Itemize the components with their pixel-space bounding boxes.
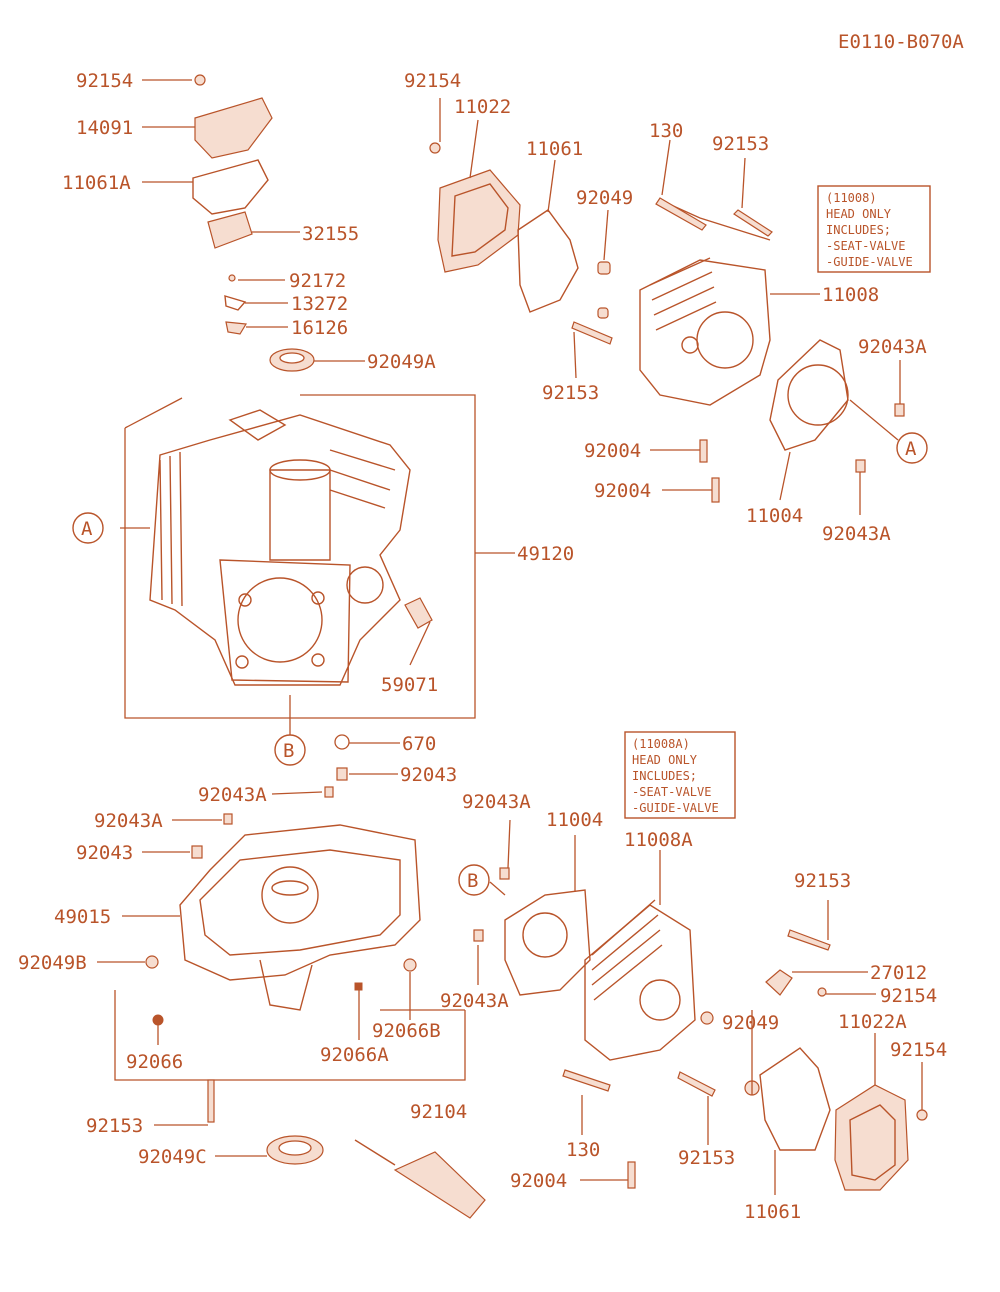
part-label-11022A: 11022A — [838, 1011, 907, 1033]
gasket-11061-top — [517, 209, 579, 313]
part-label-92004-b: 92004 — [510, 1170, 567, 1192]
part-label-92043A-b1: 92043A — [462, 791, 531, 813]
sealant-tube-92104 — [354, 1139, 486, 1219]
part-label-92153-mid: 92153 — [542, 382, 599, 404]
head-gasket-11004-top — [769, 339, 849, 451]
part-label-92043A-mid: 92043A — [198, 784, 267, 806]
part-label-92043-top: 92043 — [400, 764, 457, 786]
note-11008-line-5: -GUIDE-VALVE — [826, 255, 913, 269]
note-11008A-line-5: -GUIDE-VALVE — [632, 801, 719, 815]
oil-filter-59071 — [404, 597, 433, 629]
part-labels: 92154 14091 11061A 32155 92172 13272 161… — [18, 70, 947, 1223]
gasket-11061A — [192, 159, 269, 215]
part-label-49015: 49015 — [54, 906, 111, 928]
crankcase-lower-49015 — [114, 824, 466, 1165]
marker-b-left-text: B — [283, 740, 294, 762]
note-11008-line-4: -SEAT-VALVE — [826, 239, 905, 253]
part-label-49120: 49120 — [517, 543, 574, 565]
part-label-92004-1: 92004 — [584, 440, 641, 462]
marker-b-right-text: B — [467, 870, 478, 892]
part-label-59071: 59071 — [381, 674, 438, 696]
note-11008-line-3: INCLUDES; — [826, 223, 891, 237]
diagram-code: E0110-B070A — [838, 31, 964, 53]
part-label-92049-top: 92049 — [576, 187, 633, 209]
head-11008A — [473, 867, 831, 1189]
part-label-92154-tl: 92154 — [76, 70, 133, 92]
gasket-11061-b — [759, 1047, 831, 1151]
part-label-11022: 11022 — [454, 96, 511, 118]
note-11008A-line-2: HEAD ONLY — [632, 753, 698, 767]
part-label-92049C: 92049C — [138, 1146, 207, 1168]
part-label-11008A: 11008A — [624, 829, 693, 851]
part-label-13272: 13272 — [291, 293, 348, 315]
small-parts-left — [191, 734, 350, 859]
bracket-13272 — [224, 295, 247, 311]
marker-a-right: A — [896, 432, 928, 464]
marker-a-left-text: A — [81, 518, 93, 540]
cover-plate-14091 — [194, 97, 273, 159]
head-cover-group-top — [429, 142, 579, 313]
part-label-92153-br: 92153 — [794, 870, 851, 892]
note-11008A-line-1: (11008A) — [632, 737, 690, 751]
part-label-130-top: 130 — [649, 120, 683, 142]
part-label-92066A: 92066A — [320, 1044, 389, 1066]
part-label-11061-top: 11061 — [526, 138, 583, 160]
head-11008 — [571, 197, 905, 503]
part-label-92153-top: 92153 — [712, 133, 769, 155]
part-label-92153-b2: 92153 — [678, 1147, 735, 1169]
part-label-92043A-left: 92043A — [94, 810, 163, 832]
marker-a-right-text: A — [905, 438, 917, 460]
part-label-11061-b: 11061 — [744, 1201, 801, 1223]
plate-16126 — [225, 321, 248, 335]
part-label-92049A: 92049A — [367, 351, 436, 373]
note-head-11008: (11008) HEAD ONLY INCLUDES; -SEAT-VALVE … — [817, 185, 931, 273]
part-label-11004-b: 11004 — [546, 809, 603, 831]
part-label-16126: 16126 — [291, 317, 348, 339]
head-cover-group-bottom — [759, 1047, 928, 1191]
filter-32155 — [207, 211, 253, 249]
cover-11022 — [437, 169, 521, 273]
cover-plate-group — [192, 74, 315, 372]
part-label-92049-br: 92049 — [722, 1012, 779, 1034]
note-11008-line-1: (11008) — [826, 191, 877, 205]
note-11008-line-2: HEAD ONLY — [826, 207, 892, 221]
note-11008A-line-4: -SEAT-VALVE — [632, 785, 711, 799]
part-label-92004-2: 92004 — [594, 480, 651, 502]
part-label-11061A: 11061A — [62, 172, 131, 194]
note-11008A-line-3: INCLUDES; — [632, 769, 697, 783]
part-label-130-b: 130 — [566, 1139, 600, 1161]
cover-11022A — [834, 1084, 909, 1191]
crankcase-49120 — [124, 394, 476, 719]
marker-a-left: A — [72, 512, 104, 544]
part-label-27012: 27012 — [870, 962, 927, 984]
part-label-92043A-b2: 92043A — [440, 990, 509, 1012]
marker-b-left: B — [274, 734, 306, 766]
part-label-92104: 92104 — [410, 1101, 467, 1123]
part-label-92066: 92066 — [126, 1051, 183, 1073]
part-label-92049B: 92049B — [18, 952, 87, 974]
part-label-92154-top: 92154 — [404, 70, 461, 92]
part-label-92043-left: 92043 — [76, 842, 133, 864]
part-label-92154-br2: 92154 — [890, 1039, 947, 1061]
part-label-670: 670 — [402, 733, 436, 755]
part-label-11008: 11008 — [822, 284, 879, 306]
part-label-92153-bl: 92153 — [86, 1115, 143, 1137]
note-head-11008A: (11008A) HEAD ONLY INCLUDES; -SEAT-VALVE… — [624, 731, 736, 819]
part-label-92172: 92172 — [289, 270, 346, 292]
head-gasket-11004-b — [504, 889, 591, 996]
part-label-11004-top: 11004 — [746, 505, 803, 527]
leader-lines — [97, 79, 923, 1195]
part-label-92154-br: 92154 — [880, 985, 937, 1007]
part-label-92066B: 92066B — [372, 1020, 441, 1042]
part-label-92043A-r1: 92043A — [858, 336, 927, 358]
marker-b-right: B — [458, 864, 490, 896]
part-label-32155: 32155 — [302, 223, 359, 245]
part-label-14091: 14091 — [76, 117, 133, 139]
bracket-27012 — [765, 969, 793, 996]
part-label-92043A-r2: 92043A — [822, 523, 891, 545]
